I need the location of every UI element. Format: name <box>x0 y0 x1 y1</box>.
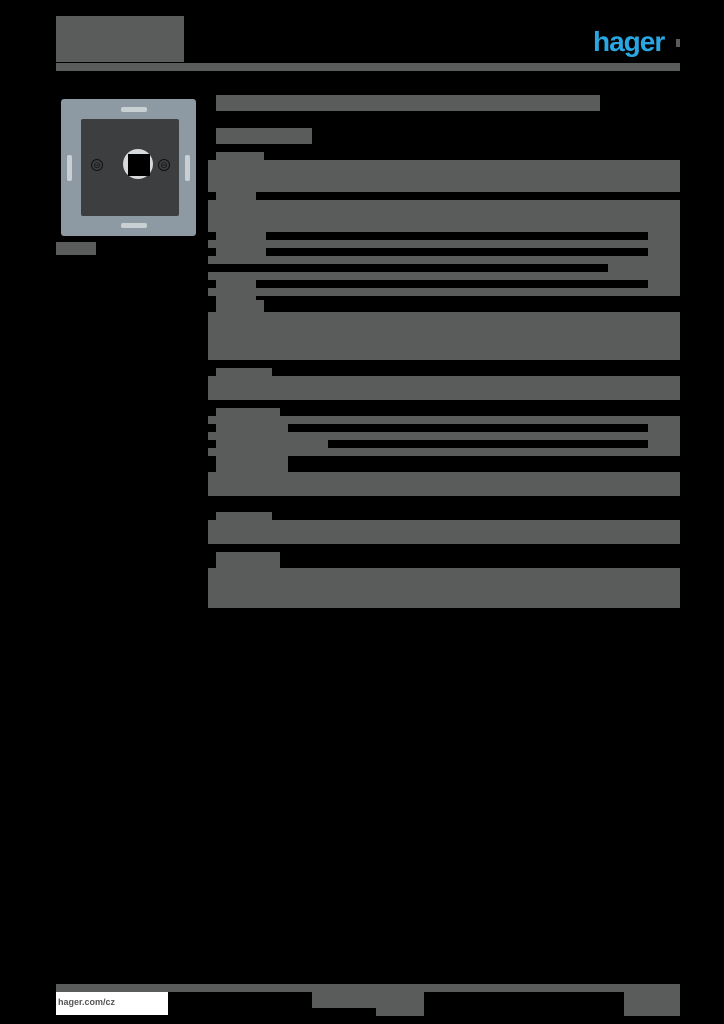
screw-icon: ⊖ <box>91 159 103 171</box>
section-block-3 <box>208 312 680 360</box>
section-block-7 <box>208 568 680 608</box>
spec-row <box>208 432 680 440</box>
connector-hole <box>128 154 150 176</box>
spec-value <box>648 416 680 456</box>
header-title-redacted <box>56 16 184 62</box>
section-label-redacted <box>216 512 272 522</box>
section-label-redacted <box>216 192 256 202</box>
product-subtitle-redacted <box>216 128 312 144</box>
spec-row <box>208 288 680 296</box>
spec-row <box>208 448 680 456</box>
spec-row <box>208 240 680 248</box>
spec-value <box>608 264 680 280</box>
section-label-redacted <box>216 300 264 314</box>
cover-plate: ⊖ ⊖ <box>81 119 179 216</box>
section-block-4 <box>208 376 680 400</box>
footer-url-box[interactable]: hager.com/cz <box>56 992 168 1015</box>
photo-caption-redacted <box>56 242 96 255</box>
section-label-redacted <box>216 408 280 418</box>
footer-page-redacted <box>624 984 680 1016</box>
section-label-redacted <box>216 552 280 568</box>
logo-mark <box>676 39 680 47</box>
screw-icon: ⊖ <box>158 159 170 171</box>
product-title-redacted <box>216 95 600 111</box>
mount-clip <box>121 223 147 228</box>
mount-clip <box>185 155 190 181</box>
footer-center-redacted <box>376 1004 424 1016</box>
spec-row <box>208 416 680 424</box>
section-block-6 <box>208 520 680 544</box>
spec-value <box>648 224 680 296</box>
product-photo: ⊖ ⊖ <box>61 99 196 236</box>
footer-url[interactable]: hager.com/cz <box>58 997 116 1007</box>
footer-rule <box>56 984 680 992</box>
hager-logo: hager <box>593 26 665 57</box>
header-underline <box>56 63 680 71</box>
section-label-redacted <box>216 152 264 162</box>
section-block-1 <box>208 160 680 192</box>
spec-row <box>208 224 680 232</box>
section-block-5 <box>208 472 680 496</box>
mount-clip <box>67 155 72 181</box>
section-label-redacted <box>216 368 272 378</box>
spec-label <box>216 432 328 448</box>
section-block-2 <box>208 200 680 224</box>
spec-row <box>208 272 680 280</box>
mount-clip <box>121 107 147 112</box>
spec-row <box>208 256 680 264</box>
